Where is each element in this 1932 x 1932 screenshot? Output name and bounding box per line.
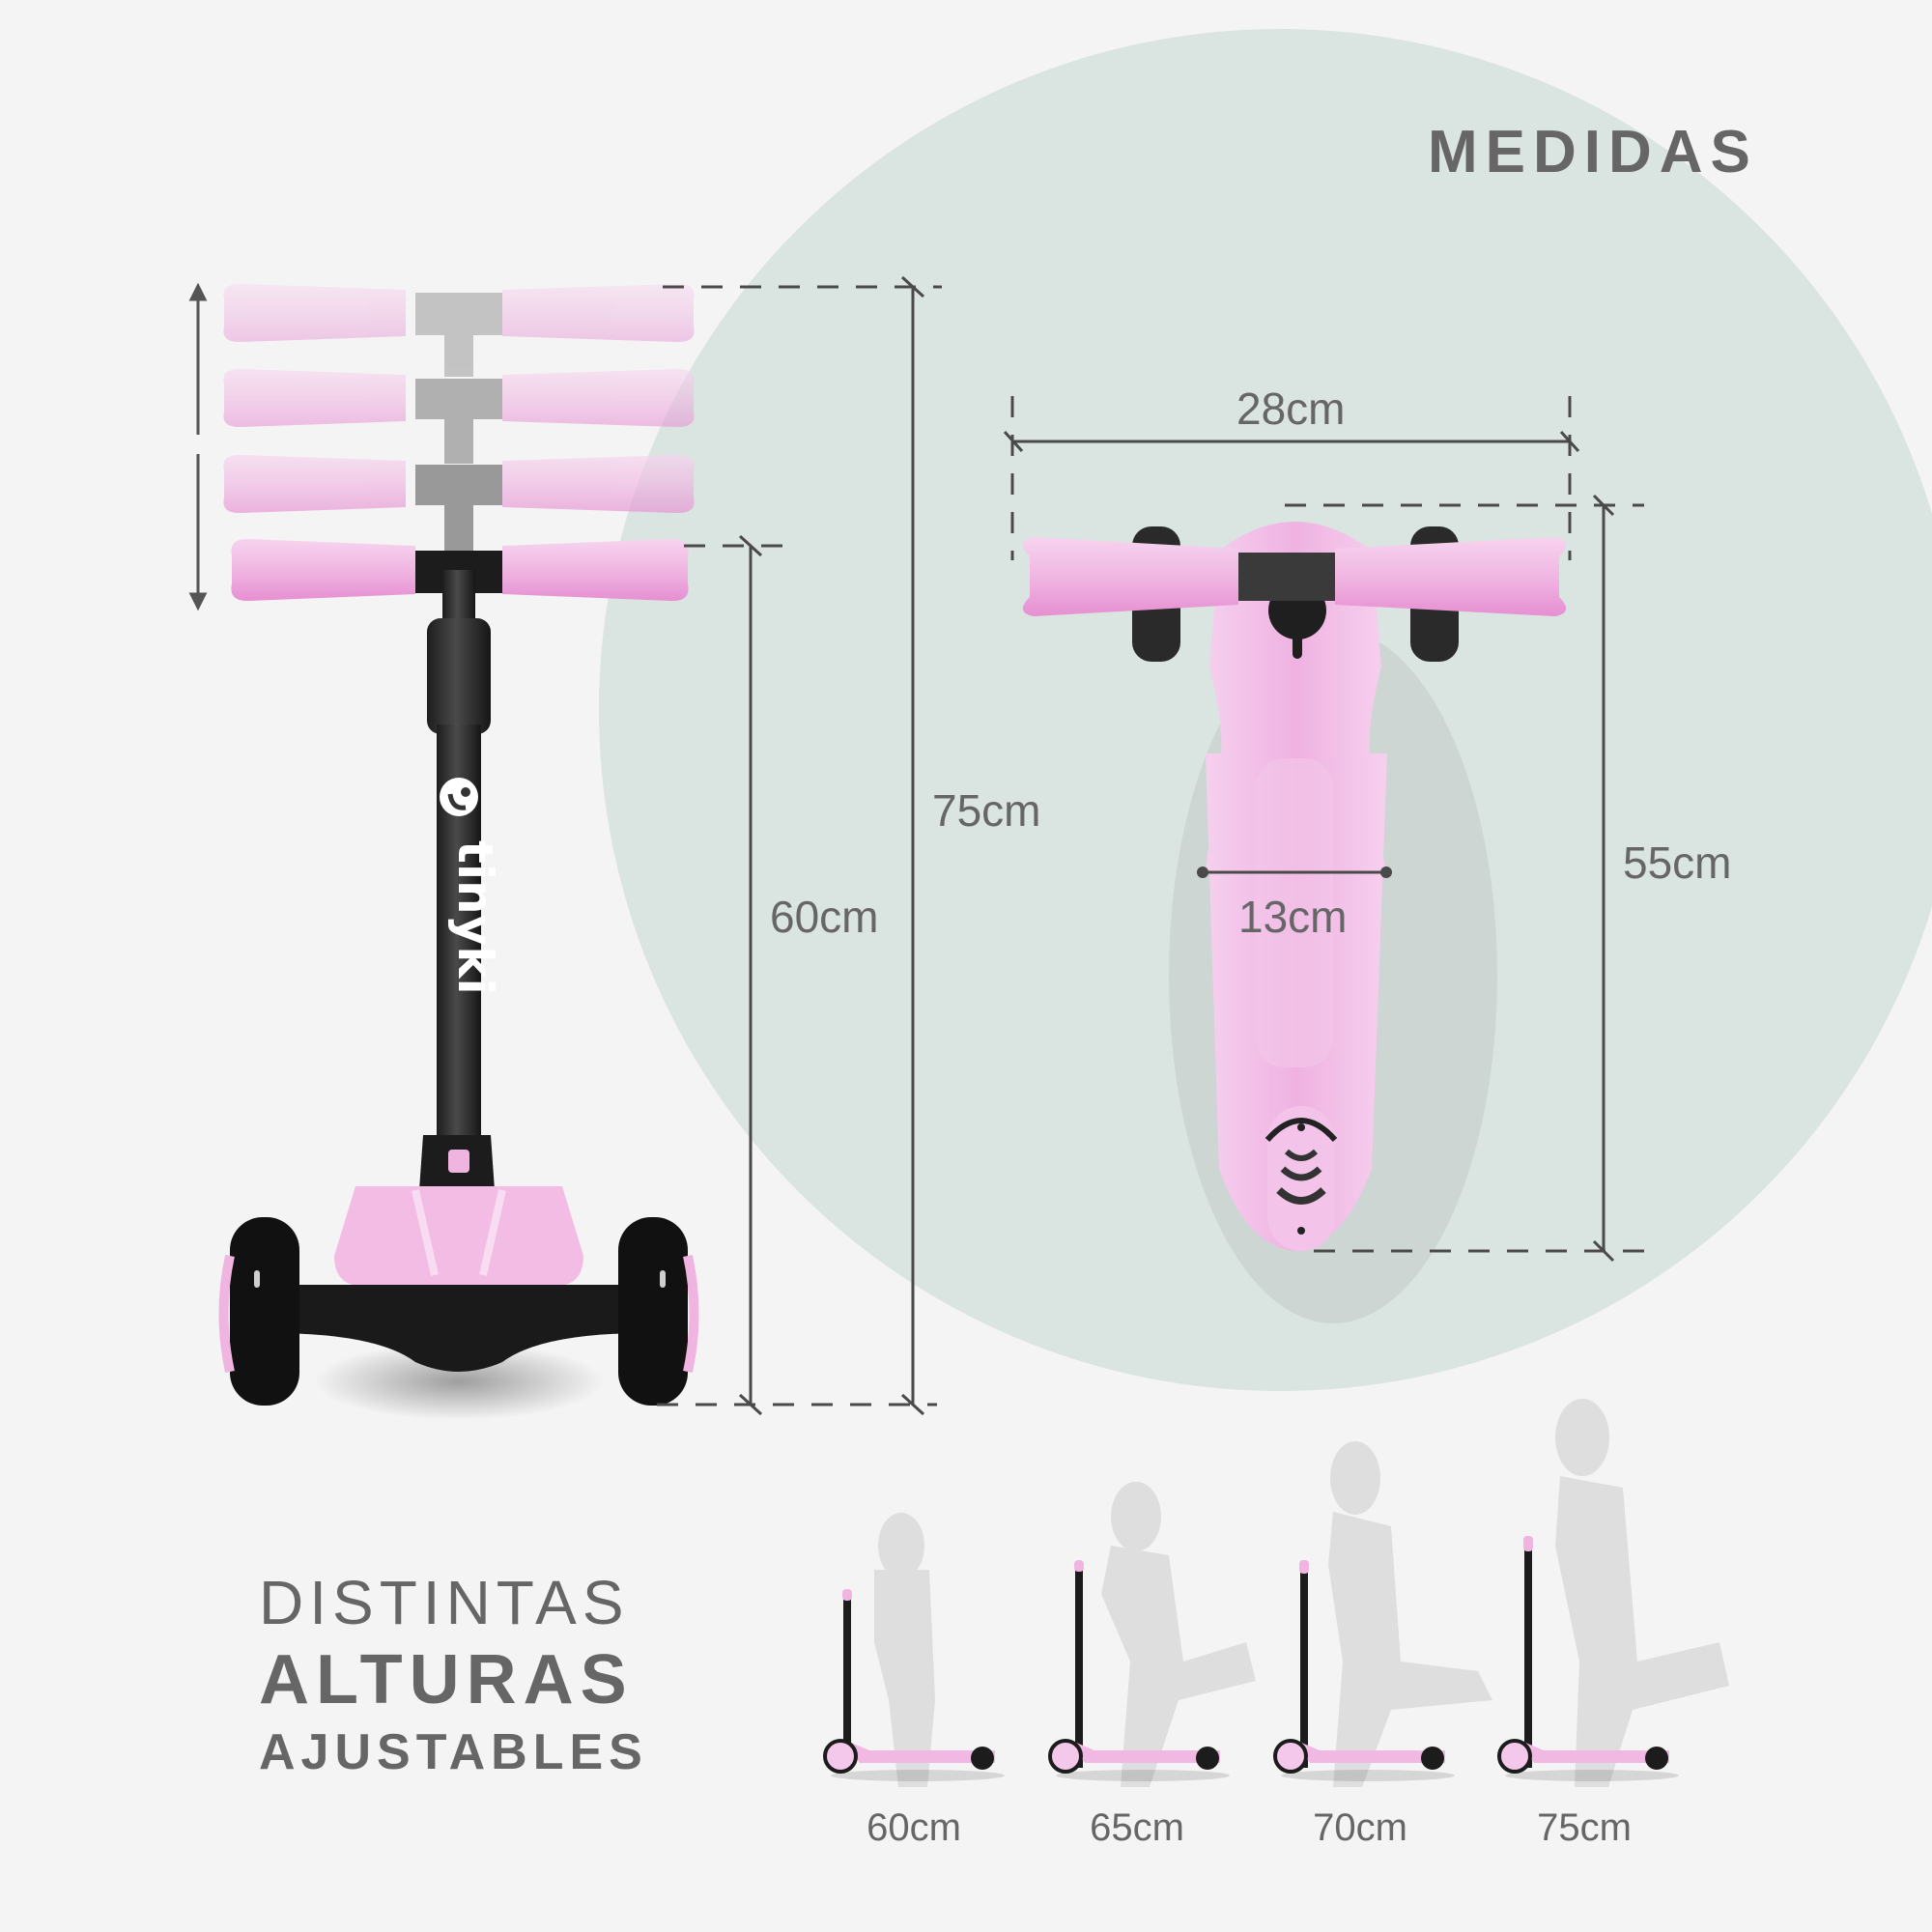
length-label: 55cm [1623,838,1732,888]
mini-scooter-70 [1273,1560,1455,1781]
deck-width-endpoint-left [1197,867,1208,878]
tagline-line-2: ALTURAS [259,1641,634,1719]
child-silhouette-2 [1101,1482,1256,1787]
handlebar-ghost-3 [223,454,695,551]
handlebar-ghost-1 [223,283,695,377]
child-silhouette-1 [874,1513,935,1787]
handlebar-current [231,538,689,602]
tagline-line-1: DISTINTAS [259,1568,630,1637]
height-option-label: 60cm [867,1806,961,1849]
tinyki-logo-icon [440,778,478,816]
child-silhouette-4 [1555,1399,1729,1787]
height-option-label: 65cm [1090,1806,1184,1849]
tagline-line-3: AJUSTABLES [259,1724,648,1780]
top-view-scooter [1022,522,1567,1323]
deck-width-endpoint-right [1380,867,1392,878]
top-dimension-lines [1003,396,1644,1263]
height-options-illustration [823,1399,1729,1787]
child-silhouette-3 [1328,1441,1492,1787]
max-height-label: 75cm [932,785,1041,836]
handlebar-width-label: 28cm [1236,384,1346,434]
mini-scooter-75 [1497,1536,1679,1781]
adjust-height-arrow [188,282,208,611]
height-option-label: 75cm [1537,1806,1632,1849]
handlebar-ghost-2 [223,368,695,464]
height-option-label: 70cm [1313,1806,1407,1849]
brand-text: tinyki [447,840,503,995]
deck-width-label: 13cm [1238,892,1348,942]
mini-scooter-60 [823,1589,1005,1781]
mini-scooter-65 [1048,1560,1230,1781]
min-height-label: 60cm [770,892,879,942]
front-view-scooter: tinyki [218,283,699,1420]
page-title: MEDIDAS [1428,119,1758,185]
tagline: DISTINTAS ALTURAS AJUSTABLES [259,1567,648,1783]
front-dimension-lines [657,275,942,1416]
left-wheel [230,1217,299,1406]
right-wheel [618,1217,688,1406]
